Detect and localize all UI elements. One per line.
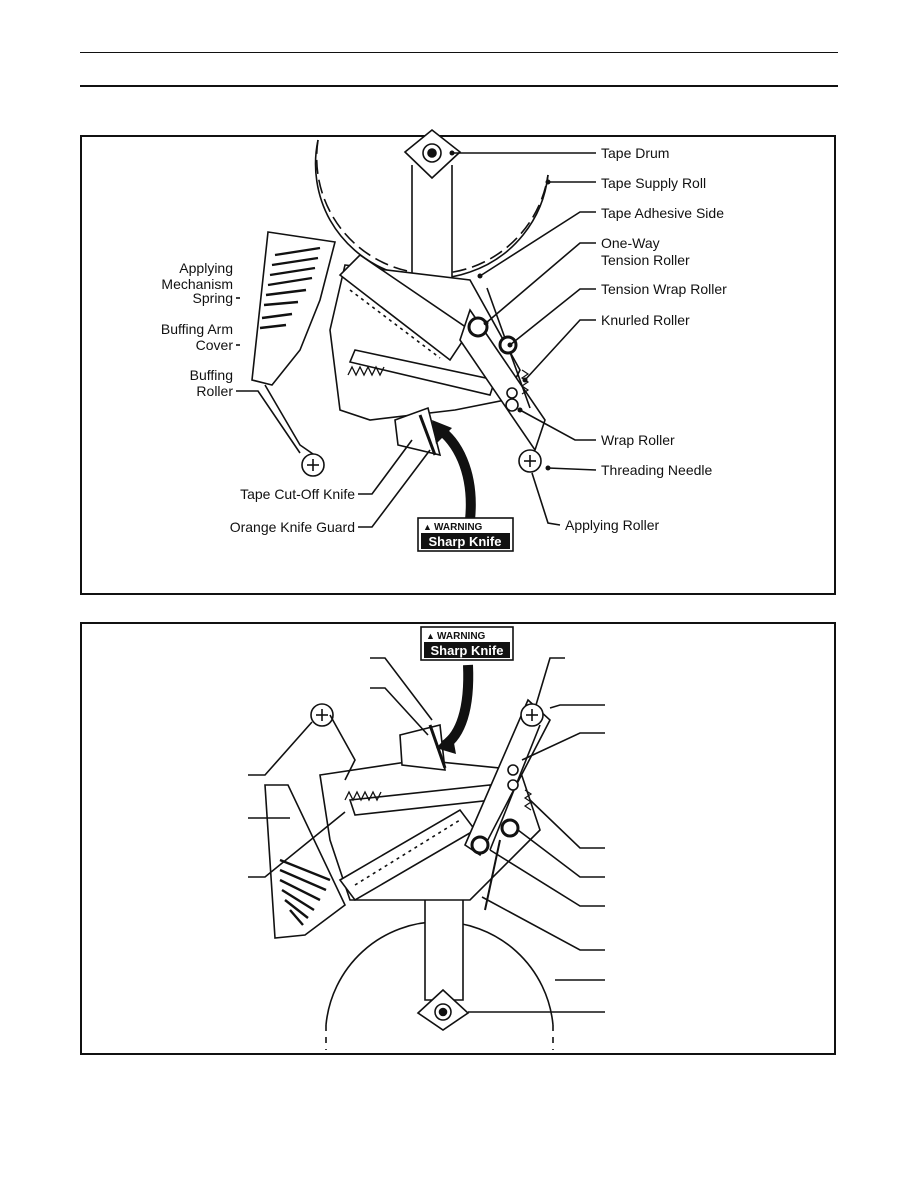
buffing-arm-cover xyxy=(251,231,336,386)
warning-text-bottom: Sharp Knife xyxy=(431,643,504,658)
warning-symbol: ▲ xyxy=(423,522,432,532)
label-tension-roller: Tension Roller xyxy=(601,252,690,268)
label-tape-supply-roll: Tape Supply Roll xyxy=(601,175,706,191)
figure-panel-bottom xyxy=(80,622,836,1055)
top-rule-thick xyxy=(80,85,838,87)
label-wrap-roller: Wrap Roller xyxy=(601,432,675,448)
label-orange-knife-guard: Orange Knife Guard xyxy=(230,519,355,535)
label-threading-needle: Threading Needle xyxy=(601,462,713,478)
applying-spring-bottom xyxy=(344,790,382,802)
label-buffing-arm: Buffing Arm xyxy=(161,321,233,337)
one-way-tension-roller-shape xyxy=(467,316,489,338)
warning-label-top: ▲ WARNING Sharp Knife xyxy=(417,517,514,552)
warning-label-bottom: ▲ WARNING Sharp Knife xyxy=(420,626,514,661)
warning-header: WARNING xyxy=(434,522,483,533)
buffing-arm-cover-bottom xyxy=(264,784,347,939)
label-cover: Cover xyxy=(196,337,234,353)
label-tension-wrap-roller: Tension Wrap Roller xyxy=(601,281,727,297)
warning-text: Sharp Knife xyxy=(429,534,502,549)
label-tape-adhesive-side: Tape Adhesive Side xyxy=(601,205,724,221)
label-knurled-roller: Knurled Roller xyxy=(601,312,690,328)
label-applying-roller: Applying Roller xyxy=(565,517,659,533)
label-applying: Applying xyxy=(179,260,233,276)
warning-symbol-bottom: ▲ xyxy=(426,631,435,641)
label-tape-drum: Tape Drum xyxy=(601,145,669,161)
label-tape-cutoff-knife: Tape Cut-Off Knife xyxy=(240,486,355,502)
wrap-roller-shape xyxy=(505,398,519,412)
label-buffing: Buffing xyxy=(190,367,233,383)
warning-header-bottom: WARNING xyxy=(437,631,486,642)
label-one-way: One-Way xyxy=(601,235,660,251)
label-mechanism: Mechanism xyxy=(161,276,233,292)
applying-spring xyxy=(347,365,385,377)
top-rule-thin xyxy=(80,52,838,53)
knife-assembly xyxy=(394,406,442,457)
label-spring: Spring xyxy=(193,290,233,306)
figure-panel-top xyxy=(80,135,836,595)
label-roller: Roller xyxy=(196,383,233,399)
